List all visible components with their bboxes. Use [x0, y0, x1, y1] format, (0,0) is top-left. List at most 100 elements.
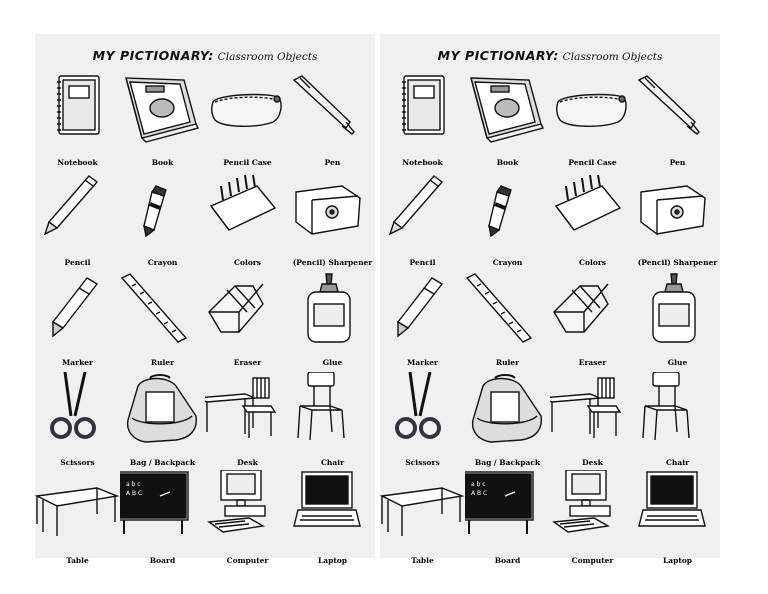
ruler-icon [465, 273, 533, 343]
glue-icon [652, 273, 696, 343]
item-backpack: Bag / Backpack [465, 372, 550, 472]
item-pen: Pen [290, 72, 375, 172]
desk-icon [550, 377, 622, 438]
item-ruler: Ruler [465, 272, 550, 372]
item-label: Computer [571, 556, 614, 565]
worksheet-right: MY PICTIONARY: Classroom Objects Noteboo… [380, 34, 720, 565]
sharpener-icon [640, 185, 706, 235]
item-book: Book [120, 72, 205, 172]
table-icon [35, 487, 120, 536]
scissors-icon [50, 372, 96, 439]
crayon-icon [143, 185, 167, 238]
item-label: Scissors [405, 458, 440, 467]
item-label: Pen [324, 158, 341, 167]
sharpener-icon [295, 185, 361, 235]
item-label: Board [494, 556, 521, 565]
glue-icon [307, 273, 351, 343]
title-sub: Classroom Objects [217, 51, 318, 63]
item-crayon: Crayon [465, 172, 550, 272]
laptop-icon [638, 471, 706, 527]
item-label: Desk [582, 458, 603, 467]
desk-icon [205, 377, 277, 438]
title-sub: Classroom Objects [562, 51, 663, 63]
item-label: Ruler [150, 358, 175, 367]
board-icon: a b cA B C [120, 471, 189, 534]
item-notebook: Notebook [35, 72, 120, 172]
board-text-upper: A B C [126, 490, 142, 497]
item-label: Laptop [317, 556, 348, 565]
item-label: Bag / Backpack [129, 458, 196, 467]
pen-icon [637, 75, 700, 135]
item-desk: Desk [205, 372, 290, 472]
item-table: Table [380, 470, 465, 570]
computer-icon [207, 470, 266, 533]
item-label: Laptop [662, 556, 693, 565]
item-pencil-case: Pencil Case [550, 72, 635, 172]
colors-icon [209, 174, 277, 231]
marker-icon [51, 277, 99, 338]
worksheet-title: MY PICTIONARY: Classroom Objects [380, 48, 720, 63]
item-notebook: Notebook [380, 72, 465, 172]
colors-icon [554, 174, 622, 231]
laptop-icon [293, 471, 361, 527]
backpack-icon [126, 374, 197, 443]
board-icon: a b cA B C [465, 471, 534, 534]
item-label: Scissors [60, 458, 95, 467]
chair-icon [297, 372, 345, 441]
item-scissors: Scissors [380, 372, 465, 472]
item-glue: Glue [290, 272, 375, 372]
title-main: MY PICTIONARY: [437, 48, 559, 63]
board-text-upper: A B C [471, 490, 487, 497]
item-desk: Desk [550, 372, 635, 472]
chair-icon [642, 372, 690, 441]
item-label: Pen [669, 158, 686, 167]
worksheet-left: MY PICTIONARY: Classroom Objects Noteboo… [35, 34, 375, 565]
item-label: Book [496, 158, 519, 167]
item-laptop: Laptop [635, 470, 720, 570]
item-sharpener: (Pencil) Sharpener [635, 172, 720, 272]
item-label: Desk [237, 458, 258, 467]
pen-icon [292, 75, 355, 135]
item-pencil: Pencil [35, 172, 120, 272]
item-label: Crayon [492, 258, 523, 267]
pencil-case-icon [210, 93, 282, 127]
book-icon [470, 77, 545, 143]
pencil-case-icon [555, 93, 627, 127]
crayon-icon [488, 185, 512, 238]
item-label: Eraser [233, 358, 262, 367]
item-label: Pencil Case [568, 158, 617, 167]
item-label: Table [66, 556, 89, 565]
item-label: Bag / Backpack [474, 458, 541, 467]
item-scissors: Scissors [35, 372, 120, 472]
item-label: Crayon [147, 258, 178, 267]
item-label: Glue [667, 358, 688, 367]
eraser-icon [208, 283, 264, 333]
item-eraser: Eraser [205, 272, 290, 372]
item-label: Marker [61, 358, 94, 367]
item-label: Pencil Case [223, 158, 272, 167]
item-label: Notebook [402, 158, 443, 167]
item-pencil-case: Pencil Case [205, 72, 290, 172]
item-pen: Pen [635, 72, 720, 172]
item-chair: Chair [635, 372, 720, 472]
book-icon [125, 77, 200, 143]
pencil-icon [43, 175, 99, 236]
ruler-icon [120, 273, 188, 343]
item-glue: Glue [635, 272, 720, 372]
item-laptop: Laptop [290, 470, 375, 570]
item-chair: Chair [290, 372, 375, 472]
item-eraser: Eraser [550, 272, 635, 372]
item-label: (Pencil) Sharpener [637, 258, 718, 267]
item-ruler: Ruler [120, 272, 205, 372]
pencil-icon [388, 175, 444, 236]
item-colors: Colors [550, 172, 635, 272]
title-main: MY PICTIONARY: [92, 48, 214, 63]
marker-icon [396, 277, 444, 338]
item-pencil: Pencil [380, 172, 465, 272]
item-label: Notebook [57, 158, 98, 167]
item-label: Pencil [409, 258, 436, 267]
item-label: Board [149, 556, 176, 565]
item-label: Glue [322, 358, 343, 367]
item-colors: Colors [205, 172, 290, 272]
